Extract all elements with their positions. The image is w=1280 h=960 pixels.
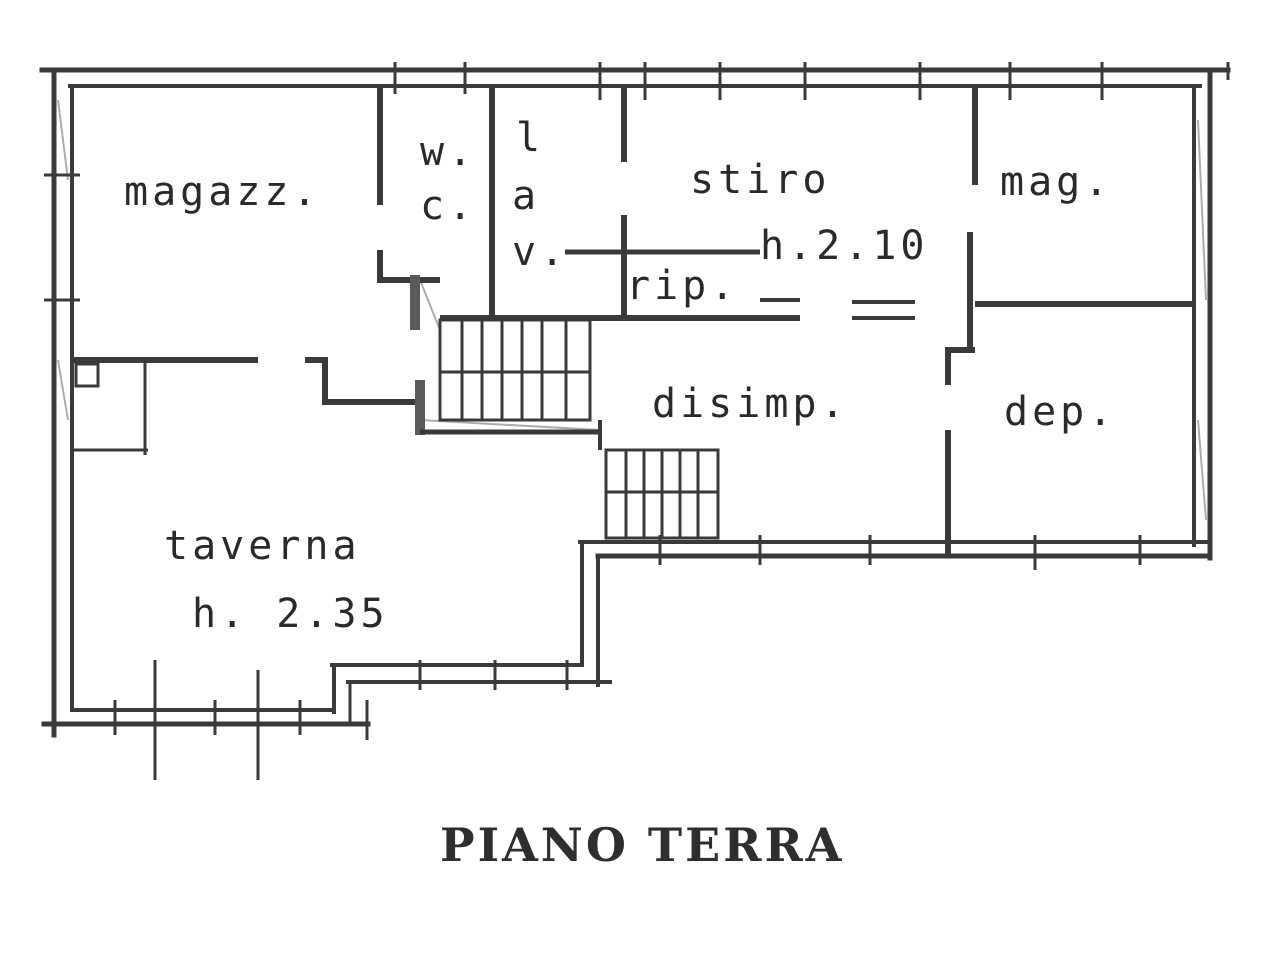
- room-label-wc-c: c.: [420, 183, 477, 229]
- staircase-lower: [604, 448, 720, 540]
- room-label-wc-w: w.: [420, 129, 477, 175]
- closet: [72, 362, 148, 455]
- window-marks: [44, 62, 1230, 780]
- room-label-lav-a: a: [512, 173, 541, 219]
- exterior-walls: [39, 67, 1231, 738]
- room-label-lav-v: v.: [512, 229, 569, 275]
- floor-title: PIANO TERRA: [440, 818, 845, 872]
- room-label-magazz: magazz.: [124, 169, 321, 215]
- room-label-stiro: stiro: [690, 157, 831, 203]
- room-label-disimp: disimp.: [652, 381, 849, 427]
- room-label-taverna: taverna: [164, 523, 361, 569]
- room-label-mag: mag.: [1000, 159, 1113, 205]
- room-label-lav-l: l: [516, 115, 545, 161]
- room-height-stiro: h.2.10: [760, 223, 929, 269]
- wall-hatching: [57, 99, 1207, 521]
- room-label-dep: dep.: [1004, 389, 1117, 435]
- interior-walls: [72, 88, 1194, 556]
- room-label-rip: rip.: [626, 263, 739, 309]
- staircase-upper: [420, 318, 602, 450]
- room-height-taverna: h. 2.35: [192, 591, 389, 637]
